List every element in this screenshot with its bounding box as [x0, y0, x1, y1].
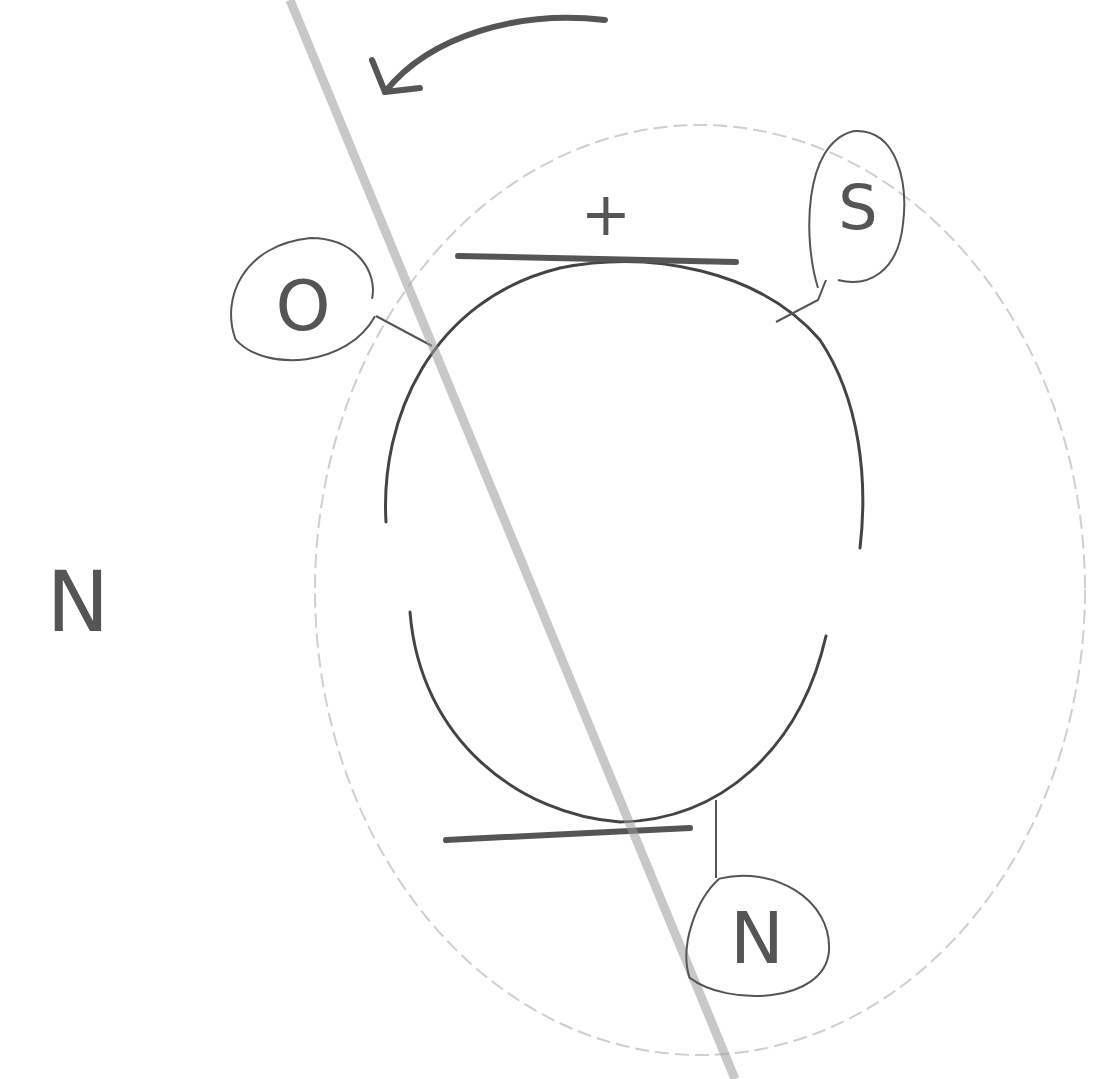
coil-line: [231, 238, 375, 360]
coil-loop: O: [228, 238, 378, 373]
coil-letter: S: [838, 177, 877, 239]
top-brush: [458, 256, 736, 262]
rotation-arrow: [372, 18, 605, 92]
polarity-sign: +: [581, 184, 631, 244]
armature-ring: [386, 262, 863, 822]
coil-letter: O: [275, 271, 330, 341]
field-loop: [315, 125, 1085, 1055]
coil-line: [686, 876, 829, 996]
pencil-streak: [290, 0, 735, 1079]
coil-letter: N: [730, 902, 784, 974]
pole-letter: N: [47, 560, 110, 644]
bottom-brush: [446, 828, 690, 840]
coil-loop: S: [808, 128, 908, 288]
coil-loop: N: [682, 872, 832, 1004]
coil-line: [809, 131, 904, 288]
